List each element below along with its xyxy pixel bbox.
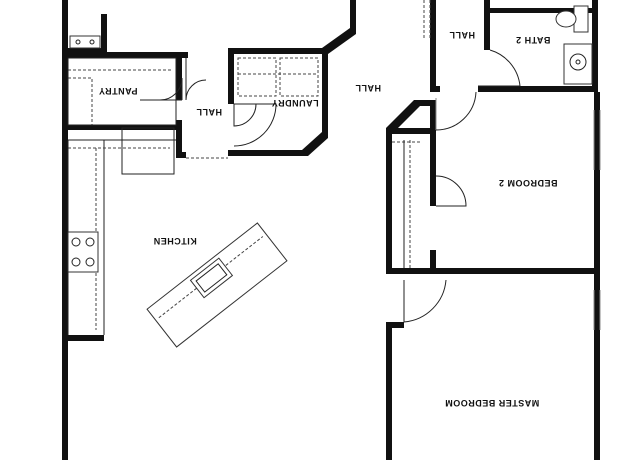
kitchen-label: KITCHEN: [153, 236, 197, 246]
door-swings: [140, 49, 521, 323]
room-labels: PANTRY HALL LAUNDRY HALL HALL BATH 2 BED…: [99, 30, 558, 408]
cabinets: [67, 0, 431, 335]
bedroom2-label: BEDROOM 2: [498, 178, 557, 188]
pantry-label: PANTRY: [99, 86, 138, 96]
small-sink-icon: [69, 35, 101, 49]
bath-sink-icon: [563, 43, 593, 85]
fixtures: [67, 5, 593, 348]
hall-top-label: HALL: [449, 30, 475, 40]
hall-center-label: HALL: [355, 83, 381, 93]
laundry-label: LAUNDRY: [271, 98, 318, 108]
cooktop-icon: [67, 231, 99, 273]
bath2-label: BATH 2: [516, 35, 551, 45]
kitchen-island: [146, 222, 288, 348]
windows: [435, 98, 601, 330]
hall-left-label: HALL: [196, 107, 222, 117]
walls: [62, 0, 600, 460]
master-bedroom-label: MASTER BEDROOM: [445, 398, 540, 408]
toilet-icon: [555, 5, 589, 33]
